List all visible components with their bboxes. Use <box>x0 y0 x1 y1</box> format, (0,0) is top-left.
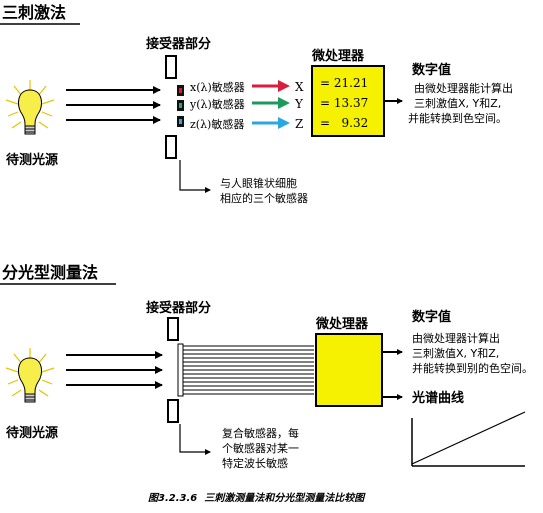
note-pointer <box>179 424 211 455</box>
sensor-label-y: y(λ)敏感器 <box>190 98 245 111</box>
section-title: 分光型测量法 <box>2 263 99 282</box>
receiver-label: 接受器部分 <box>146 37 212 52</box>
sensor-note-line: 相应的三个敏感器 <box>220 192 308 205</box>
spectral-curve-title: 光谱曲线 <box>412 391 465 406</box>
digital-desc-line: 三刺激值X, Y和Z, <box>412 347 500 360</box>
processor-box <box>315 333 383 407</box>
arrow-y <box>252 97 290 109</box>
digital-value-title: 数字值 <box>412 63 452 78</box>
value-z: = 9.32 <box>320 116 369 130</box>
tristimulus-x-label: X <box>295 80 304 94</box>
digital-value-title: 数字值 <box>412 310 452 325</box>
light-bulb-icon <box>5 348 55 403</box>
light-bulb-icon <box>5 80 55 135</box>
sensor-label-x: x(λ)敏感器 <box>190 81 245 94</box>
light-source-label: 待测光源 <box>6 153 59 168</box>
composite-sensor <box>177 343 184 397</box>
sensor-note-line: 与人眼锥状细胞 <box>220 177 297 190</box>
digital-desc-line: 并能转换到别的色空间。 <box>412 362 533 375</box>
tristimulus-z-label: Z <box>295 117 304 131</box>
digital-desc-line: 并能转换到色空间。 <box>408 112 507 125</box>
section-title: 三刺激法 <box>2 3 67 22</box>
incident-light-arrows <box>66 86 161 124</box>
sensor-note-line: 特定波长敏感 <box>222 457 288 470</box>
digital-desc-line: 由微处理器计算出 <box>412 332 500 345</box>
digital-desc-line: 由微处理器能计算出 <box>414 82 513 95</box>
value-y: = 13.37 <box>320 96 369 110</box>
digital-desc-line: 三刺激值X, Y和Z, <box>414 97 502 110</box>
tristimulus-y-label: Y <box>295 97 303 111</box>
note-pointer <box>179 160 211 193</box>
light-source-label: 待测光源 <box>6 426 59 441</box>
sensor-note-line: 个敏感器对某一 <box>222 442 299 455</box>
spectral-curve-graph <box>411 411 526 467</box>
processor-label: 微处理器 <box>312 49 365 64</box>
processor-label: 微处理器 <box>316 317 369 332</box>
receiver-label: 接受器部分 <box>146 301 212 316</box>
processor-box <box>311 65 385 137</box>
arrow-z <box>252 117 290 129</box>
arrow-x <box>252 80 290 92</box>
figure-caption: 图3.2.3.6 三刺激测量法和分光型测量法比较图 <box>148 493 365 504</box>
value-x: = 21.21 <box>320 76 369 90</box>
receiver-slit-bottom <box>167 399 179 423</box>
receiver-slit-bottom <box>165 135 177 159</box>
sensor-note-line: 复合敏感器，每 <box>222 427 299 440</box>
receiver-slit-top <box>167 317 179 341</box>
sensor-bundle-lines <box>183 345 314 395</box>
receiver-slit-top <box>165 55 177 79</box>
sensor-label-z: z(λ)敏感器 <box>190 118 245 131</box>
incident-light-arrows <box>66 351 163 389</box>
